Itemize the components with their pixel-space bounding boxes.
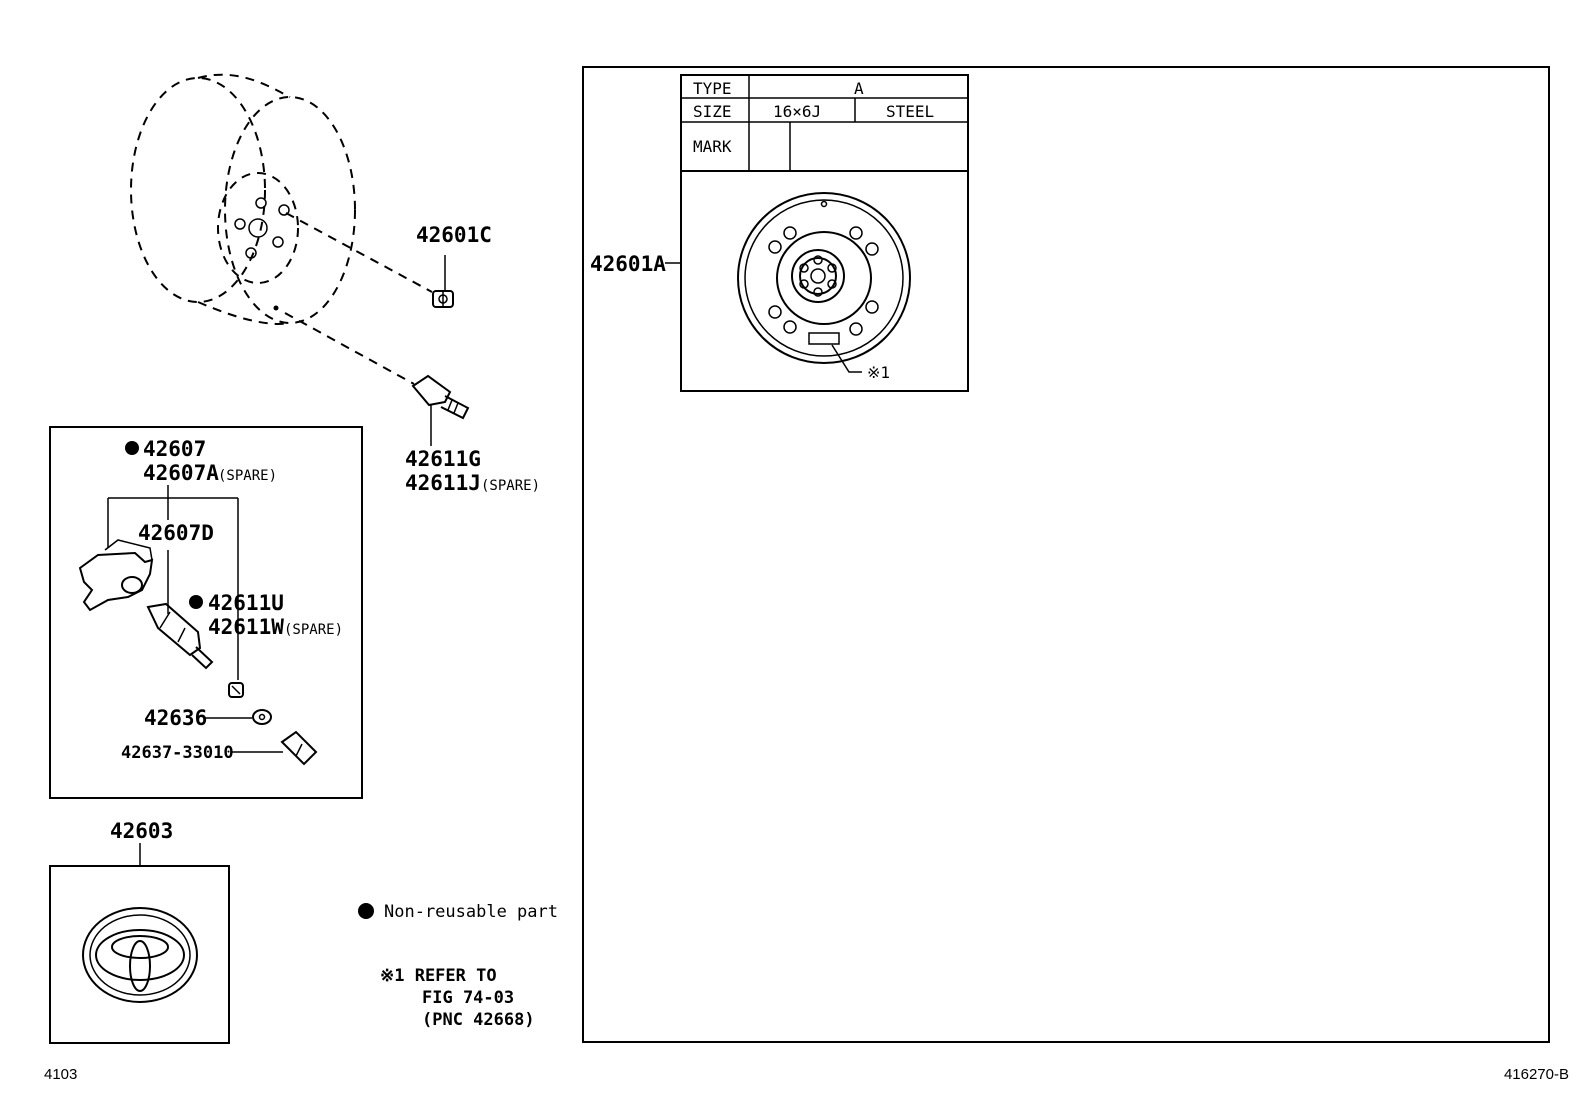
part-label-42607a: 42607A [143,461,219,485]
footer-left-code: 4103 [44,1066,77,1083]
footer-right-code: 416270-B [1504,1066,1569,1083]
table-type-label: TYPE [693,79,732,98]
part-label-42611g: 42611G [405,447,481,471]
valve-stem-icon [411,374,470,420]
tpms-sensor-icon [78,539,214,670]
part-label-42607: 42607 [143,437,206,461]
lug-nut-icon [432,290,454,308]
part-label-42603: 42603 [110,819,173,843]
spare-note: (SPARE) [284,622,343,638]
part-label-42611u: 42611U [208,591,284,615]
part-label-42611w: 42611W [208,615,284,639]
table-type-value: A [854,79,864,98]
non-reusable-bullet-icon [358,903,374,919]
valve-cap-icon [280,730,318,766]
toyota-emblem-icon [82,907,198,1003]
note-ref-mark: ※1 [867,363,890,382]
tpms-sensor-box [49,426,363,799]
emblem-box [49,865,230,1044]
table-size-label: SIZE [693,102,732,121]
non-reusable-bullet-icon [189,595,203,609]
leader-line [831,344,862,373]
wheel-detail-panel [582,66,1550,1043]
washer-icon [252,709,272,725]
spare-note: (SPARE) [218,468,277,484]
leader-bracket [107,485,239,680]
spec-table [680,74,969,392]
wheel-illustration [130,73,433,385]
part-label-42601a: 42601A [590,252,666,276]
part-label-42611j: 42611J [405,471,481,495]
table-size-value: 16×6J [773,102,821,121]
table-mark-label: MARK [693,137,732,156]
non-reusable-bullet-icon [125,441,139,455]
legend-note-line3: (PNC 42668) [422,1010,535,1030]
part-label-42636: 42636 [144,706,207,730]
part-label-42601c: 42601C [416,223,492,247]
legend-non-reusable: Non-reusable part [384,902,558,922]
table-material: STEEL [886,102,934,121]
part-label-42637-33010: 42637-33010 [121,743,234,763]
spare-note: (SPARE) [481,478,540,494]
legend-note-line2: FIG 74-03 [422,988,514,1008]
grommet-icon [228,682,244,698]
steel-wheel-icon [737,192,911,364]
legend-note-line1: ※1 REFER TO [380,966,497,986]
part-label-42607d: 42607D [138,521,214,545]
